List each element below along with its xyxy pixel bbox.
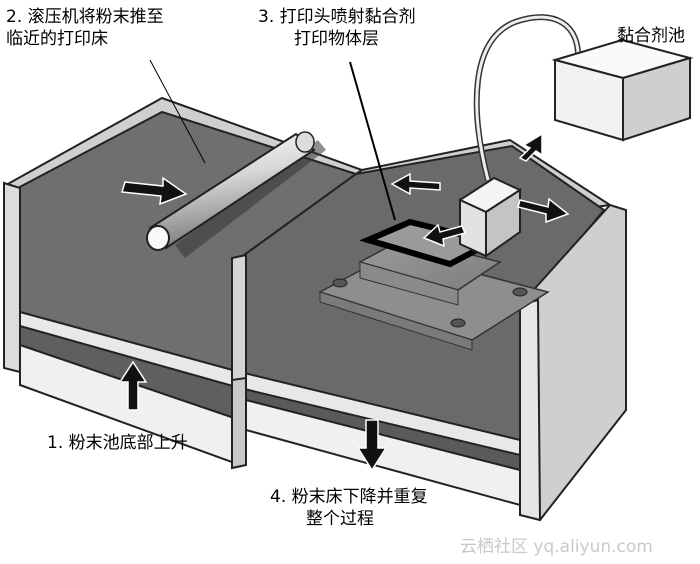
binder-reservoir xyxy=(551,38,694,142)
build-down-arrow xyxy=(356,419,388,472)
right-wall-front-edge xyxy=(519,298,542,522)
step4-line2: 整个过程 xyxy=(306,509,374,529)
reservoir-label-text: 黏合剂池 xyxy=(617,26,685,46)
step2-leader-line xyxy=(149,59,206,164)
step3-label: 3. 打印头喷射黏合剂 打印物体层 xyxy=(258,6,416,50)
step2-line1: 2. 滚压机将粉末推至 xyxy=(6,7,164,27)
roller-end-cap xyxy=(146,225,170,251)
watermark-text: 云栖社区 yq.aliyun.com xyxy=(460,537,653,557)
mounting-hole-1 xyxy=(332,278,348,288)
head-front-arrow xyxy=(422,223,467,248)
print-head-side xyxy=(485,188,521,258)
step3-line2: 打印物体层 xyxy=(294,29,379,49)
binder-tube-highlight xyxy=(475,15,580,181)
powder-bed-machine xyxy=(3,96,627,522)
step2-label: 2. 滚压机将粉末推至 临近的打印床 xyxy=(6,6,164,50)
printed-object-base-side xyxy=(319,291,473,351)
center-leg xyxy=(231,376,247,470)
step4-line1: 4. 粉末床下降并重复 xyxy=(270,487,428,507)
print-head-assembly xyxy=(457,14,582,258)
roller-far-cap xyxy=(295,131,315,153)
step1-label: 1. 粉末池底部上升 xyxy=(47,432,188,454)
head-back-arrow xyxy=(518,132,543,162)
watermark: 云栖社区 yq.aliyun.com xyxy=(460,532,653,557)
head-left-arrow xyxy=(390,172,441,196)
roller xyxy=(146,131,326,258)
roller-shadow xyxy=(175,140,326,258)
feed-up-arrow xyxy=(118,360,148,411)
reservoir-side xyxy=(622,56,691,142)
mounting-hole-2 xyxy=(512,287,528,297)
roller-motion-arrow xyxy=(121,176,188,206)
step3-line1: 3. 打印头喷射黏合剂 xyxy=(258,7,416,27)
motion-arrows xyxy=(118,132,570,472)
step3-leader-line xyxy=(349,61,396,221)
step2-line2: 临近的打印床 xyxy=(6,29,108,49)
step4-label: 4. 粉末床下降并重复 整个过程 xyxy=(270,486,428,530)
step1-text: 1. 粉末池底部上升 xyxy=(47,433,188,453)
left-wall xyxy=(3,181,21,374)
reservoir-label: 黏合剂池 xyxy=(617,25,685,47)
printed-object-walls xyxy=(359,261,459,306)
printed-object xyxy=(318,218,550,351)
mounting-hole-3 xyxy=(450,318,466,328)
head-right-arrow xyxy=(517,197,570,224)
